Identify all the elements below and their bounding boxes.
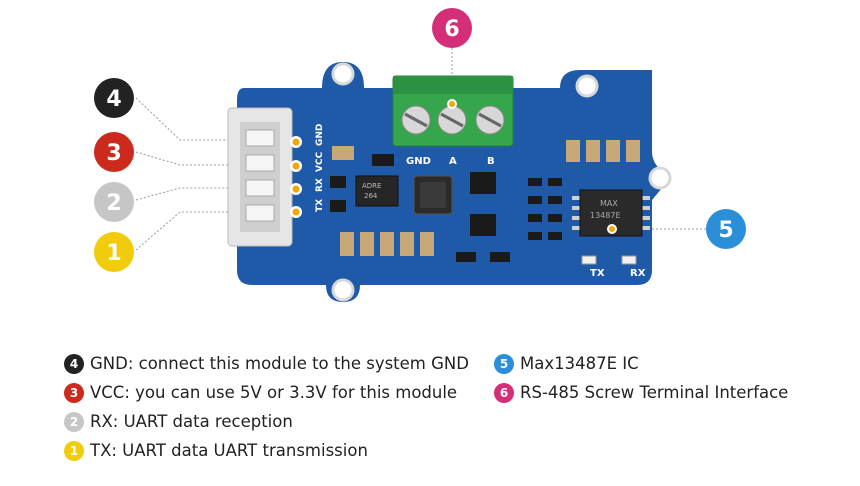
legend-badge: 3 — [64, 383, 84, 403]
pin-pads — [290, 136, 302, 218]
max13487e-chip: MAX 13487E — [572, 189, 650, 237]
callout-5: 5 — [706, 209, 746, 249]
legend-item-vcc: 3 VCC: you can use 5V or 3.3V for this m… — [64, 383, 457, 403]
svg-text:6: 6 — [444, 17, 459, 42]
legend-item-rx: 2 RX: UART data reception — [64, 412, 293, 432]
status-leds: TX RX — [581, 255, 646, 279]
legend-item-terminal: 6 RS-485 Screw Terminal Interface — [494, 383, 788, 403]
pin-label-vcc: VCC — [315, 151, 325, 172]
leader-line-3 — [135, 151, 295, 166]
led-label-tx: TX — [590, 268, 605, 279]
pin-label-tx: TX — [315, 199, 325, 212]
legend-text: VCC: you can use 5V or 3.3V for this mod… — [90, 383, 458, 402]
small-chip: ADRE 264 — [355, 175, 399, 207]
svg-text:264: 264 — [364, 192, 378, 200]
terminal-label-b: B — [487, 156, 495, 167]
svg-text:13487E: 13487E — [590, 211, 621, 220]
legend-text: GND: connect this module to the system G… — [90, 354, 469, 373]
terminal-label-gnd: GND — [406, 156, 431, 167]
grove-connector — [227, 107, 293, 247]
led-label-rx: RX — [630, 268, 646, 279]
legend-item-tx: 1 TX: UART data UART transmission — [64, 441, 368, 461]
svg-text:2: 2 — [106, 191, 121, 216]
svg-text:3: 3 — [106, 141, 121, 166]
legend-text: RX: UART data reception — [90, 412, 293, 431]
svg-text:5: 5 — [718, 218, 733, 243]
legend-badge: 4 — [64, 354, 84, 374]
legend-item-gnd: 4 GND: connect this module to the system… — [64, 354, 469, 374]
terminal-label-a: A — [449, 156, 457, 167]
legend-text: TX: UART data UART transmission — [90, 441, 368, 460]
module-diagram: GND VCC RX TX GND A B ADRE 264 — [94, 8, 746, 302]
screw-terminal — [392, 75, 514, 147]
smd-components — [330, 140, 640, 262]
legend-text: RS-485 Screw Terminal Interface — [520, 383, 789, 402]
legend-badge: 1 — [64, 441, 84, 461]
legend-text: Max13487E IC — [520, 354, 639, 373]
svg-text:ADRE: ADRE — [362, 182, 381, 190]
legend-badge: 5 — [494, 354, 514, 374]
leader-line-2 — [135, 187, 295, 201]
pin-label-rx: RX — [315, 178, 325, 192]
svg-text:MAX: MAX — [600, 199, 618, 208]
legend-badge: 2 — [64, 412, 84, 432]
pin-labels: GND VCC RX TX — [315, 124, 325, 212]
callout-4: 4 — [94, 78, 134, 118]
terminal-labels: GND A B — [406, 156, 495, 167]
callout-2: 2 — [94, 182, 134, 222]
callout-3: 3 — [94, 132, 134, 172]
svg-text:4: 4 — [106, 87, 121, 112]
legend-badge: 6 — [494, 383, 514, 403]
svg-text:1: 1 — [106, 241, 121, 266]
pin-label-gnd: GND — [315, 124, 325, 146]
legend-item-ic: 5 Max13487E IC — [494, 354, 639, 374]
callout-1: 1 — [94, 232, 134, 272]
callout-6: 6 — [432, 8, 472, 48]
